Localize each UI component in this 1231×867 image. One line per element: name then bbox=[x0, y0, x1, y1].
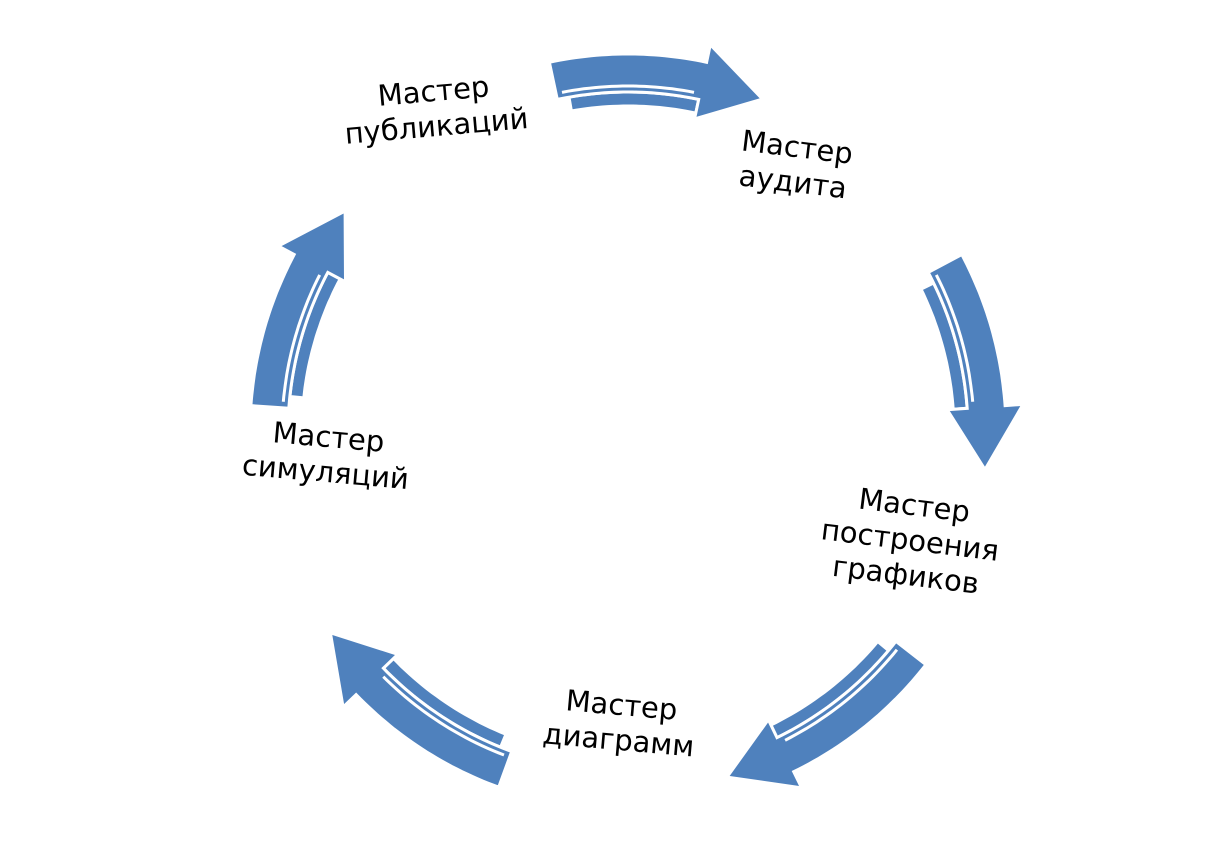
arrow-audit-to-charts-highlight bbox=[934, 274, 975, 402]
arrow-simulations-to-publications bbox=[249, 208, 348, 410]
arrow-simulations-to-publications-highlight bbox=[281, 274, 322, 402]
arrow-publications-to-audit-body bbox=[547, 41, 766, 122]
arrow-simulations-to-publications-body bbox=[249, 208, 348, 410]
arrow-diagrams-to-simulations-highlight bbox=[382, 675, 505, 757]
arrow-diagrams-to-simulations bbox=[328, 630, 514, 790]
arrow-publications-to-audit bbox=[547, 41, 766, 122]
arrow-charts-to-diagrams bbox=[724, 639, 929, 790]
arrow-audit-to-charts bbox=[918, 252, 1026, 473]
arrow-publications-to-audit-highlight bbox=[561, 84, 695, 94]
arrows-layer bbox=[249, 41, 1026, 790]
arrow-charts-to-diagrams-highlight bbox=[784, 648, 899, 742]
